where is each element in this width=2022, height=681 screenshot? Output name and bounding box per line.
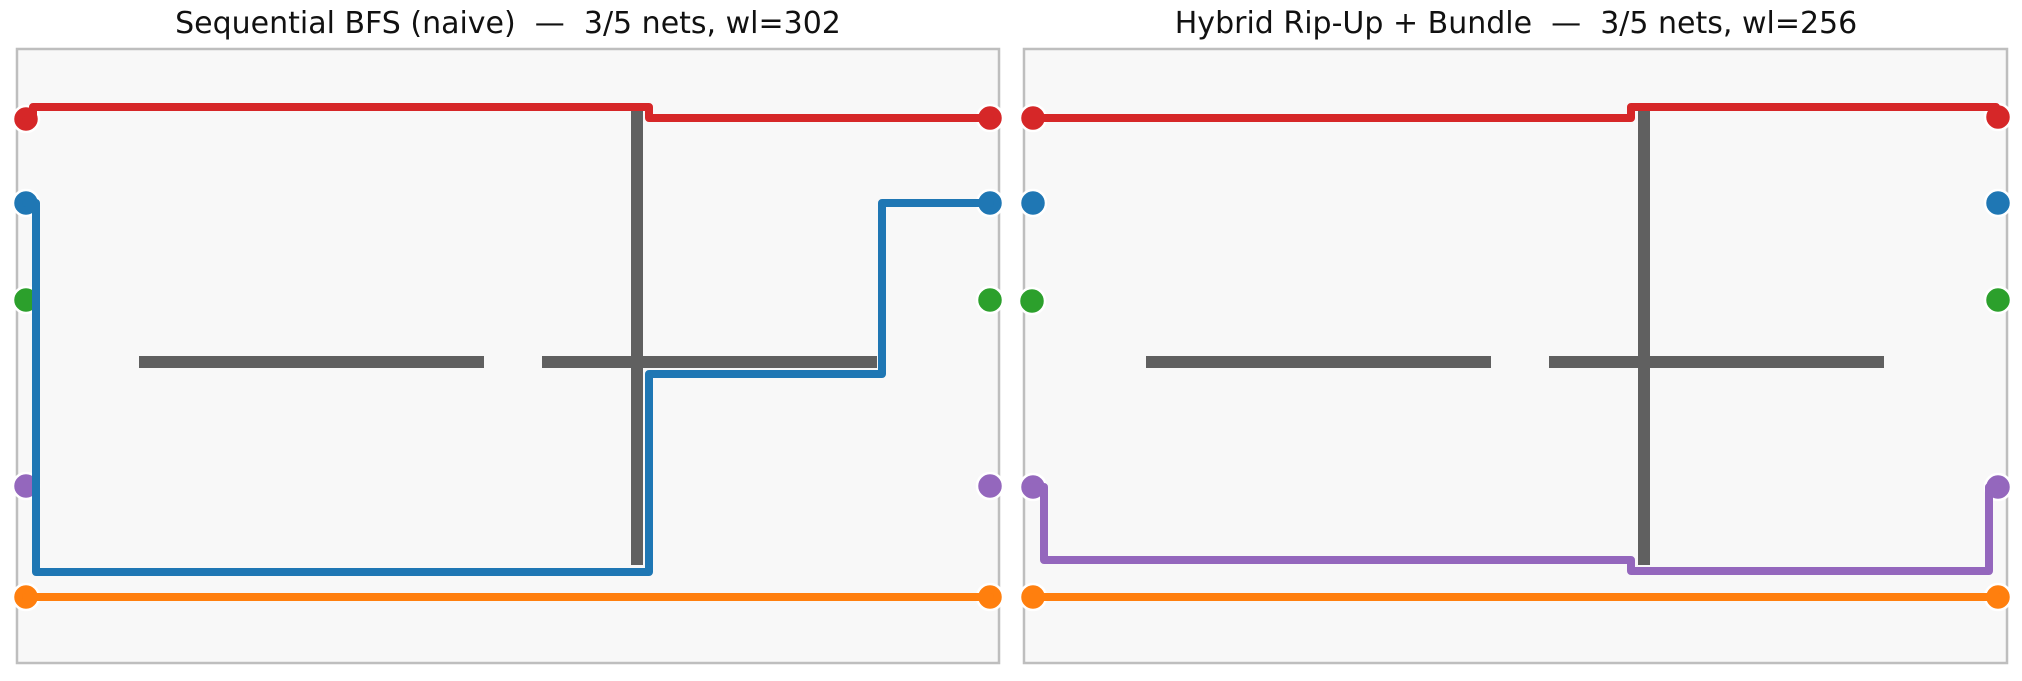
panel-sequential-bfs (11, 47, 1005, 665)
obstacle-bar-0 (139, 356, 484, 368)
net-route-purple (1029, 483, 2002, 575)
pin-purple-right (975, 471, 1005, 501)
net-route-red (22, 103, 994, 124)
obstacle-bar-0 (1146, 356, 1491, 368)
pin-green-right (1983, 285, 2013, 315)
pin-green-left (1017, 286, 1047, 316)
pin-blue-left (1018, 188, 1048, 218)
panel-hybrid-ripup-bundle (1017, 47, 2013, 665)
obstacle-bar-1 (1549, 356, 1884, 368)
panel-title-right: Hybrid Rip-Up + Bundle — 3/5 nets, wl=25… (1175, 6, 1857, 41)
pin-blue-right (1983, 188, 2013, 218)
obstacle-bar-1 (542, 356, 877, 368)
net-route-red (1029, 103, 2000, 122)
panel-title-left: Sequential BFS (naive) — 3/5 nets, wl=30… (175, 6, 841, 41)
obstacle-bar-2 (1638, 111, 1650, 565)
net-route-blue (22, 199, 994, 576)
obstacle-bar-2 (631, 111, 643, 565)
pin-green-right (975, 285, 1005, 315)
